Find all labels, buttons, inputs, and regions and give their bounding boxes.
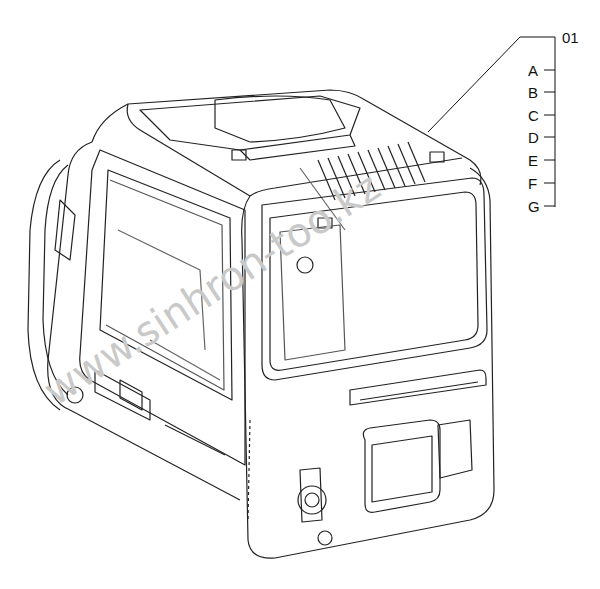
part-letter: B — [528, 85, 538, 100]
part-letter: G — [528, 199, 540, 214]
cab-roof — [92, 90, 481, 230]
callout-number: 01 — [562, 30, 579, 45]
part-letter: A — [528, 63, 538, 78]
part-letter: F — [528, 176, 537, 191]
part-letter: D — [528, 130, 539, 145]
part-letter: C — [528, 108, 539, 123]
part-letter: E — [528, 153, 538, 168]
